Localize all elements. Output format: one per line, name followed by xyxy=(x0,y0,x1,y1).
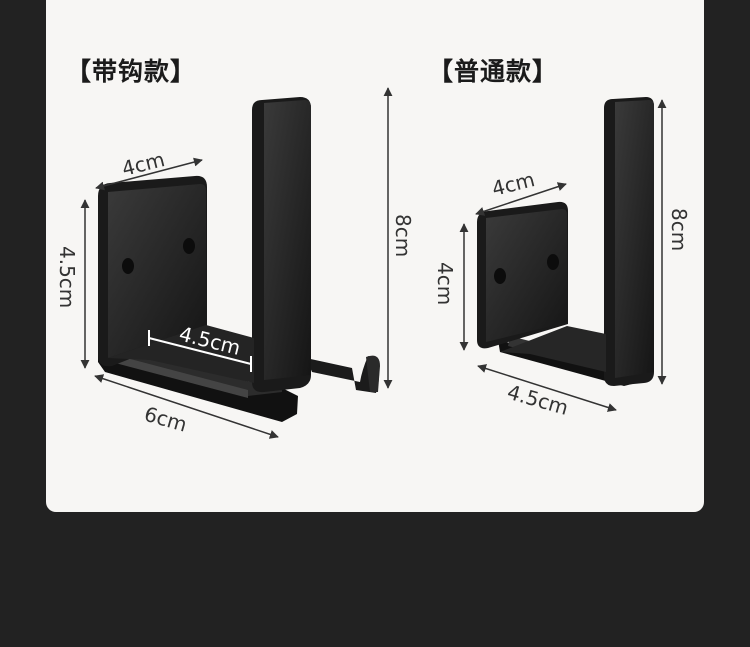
right-side-height-label: 4cm xyxy=(433,262,457,305)
left-product-title: 【带钩款】 xyxy=(66,57,197,86)
left-side-height-label: 4.5cm xyxy=(55,246,79,308)
right-standard-product xyxy=(477,97,654,386)
right-product-title: 【普通款】 xyxy=(428,57,559,86)
left-total-height-label: 8cm xyxy=(391,214,415,257)
left-hook-product xyxy=(98,97,380,422)
right-dimension-lines xyxy=(459,99,667,412)
left-dimension-lines xyxy=(80,87,393,439)
left-bottom-width-label: 6cm xyxy=(142,402,190,437)
right-total-height-label: 8cm xyxy=(667,208,691,251)
left-top-width-label: 4cm xyxy=(119,147,167,181)
